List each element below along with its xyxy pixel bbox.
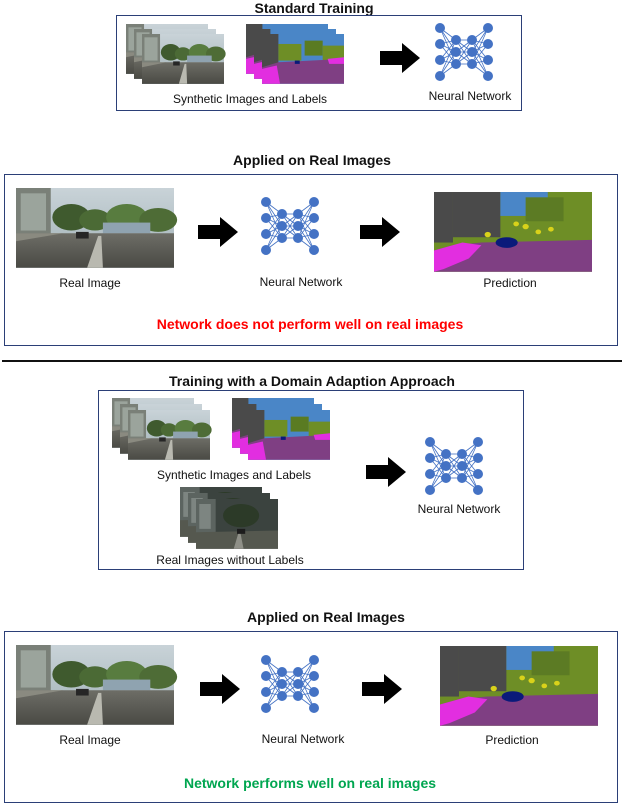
applied-real-title-2: Applied on Real Images	[247, 609, 405, 625]
applied-real-frame-1	[4, 174, 618, 346]
prediction-image	[440, 646, 598, 726]
neural-network-caption: Neural Network	[259, 275, 343, 289]
standard-training-frame	[116, 15, 522, 111]
real-unlabeled-stack	[180, 487, 278, 549]
result-message-bad: Network does not perform well on real im…	[156, 316, 464, 332]
applied-real-frame-2	[4, 631, 618, 803]
prediction-caption: Prediction	[483, 276, 537, 290]
real-image	[16, 645, 178, 725]
standard-training-title: Standard Training	[254, 0, 374, 16]
neural-network-icon	[434, 22, 494, 82]
result-message-good: Network performs well on real images	[183, 775, 437, 791]
applied-real-title-1: Applied on Real Images	[233, 152, 391, 168]
real-image	[16, 188, 178, 268]
synthetic-images-caption: Synthetic Images and Labels	[156, 468, 312, 482]
synthetic-label-stack	[232, 398, 330, 460]
synthetic-image-stack	[112, 398, 212, 460]
prediction-image	[434, 192, 592, 272]
arrow-icon	[200, 674, 240, 704]
real-unlabeled-caption: Real Images without Labels	[156, 553, 304, 567]
arrow-icon	[380, 43, 420, 73]
synthetic-label-stack	[246, 24, 344, 84]
domain-adaption-title: Training with a Domain Adaption Approach	[169, 373, 455, 389]
arrow-icon	[198, 217, 238, 247]
prediction-caption: Prediction	[485, 733, 539, 747]
neural-network-icon	[424, 436, 484, 496]
arrow-icon	[362, 674, 402, 704]
real-image-caption: Real Image	[59, 733, 121, 747]
neural-network-caption: Neural Network	[417, 502, 501, 516]
arrow-icon	[366, 457, 406, 487]
synthetic-image-stack	[126, 24, 226, 84]
neural-network-icon	[260, 196, 320, 256]
domain-adaption-frame	[98, 390, 524, 570]
arrow-icon	[360, 217, 400, 247]
section-divider	[2, 360, 622, 362]
real-image-caption: Real Image	[59, 276, 121, 290]
neural-network-caption: Neural Network	[428, 89, 512, 103]
synthetic-images-caption: Synthetic Images and Labels	[172, 92, 328, 106]
neural-network-icon	[260, 654, 320, 714]
neural-network-caption: Neural Network	[261, 732, 345, 746]
